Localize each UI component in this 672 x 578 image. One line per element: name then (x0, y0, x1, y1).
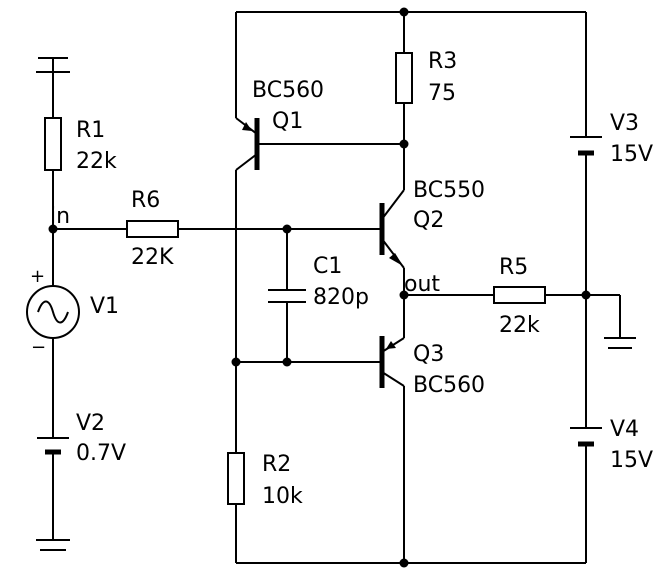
c1-capacitor (268, 289, 306, 303)
v3-name-label: V3 (610, 111, 639, 136)
q1-transistor (235, 117, 260, 171)
r2-resistor (227, 452, 245, 505)
r1-resistor (44, 117, 62, 171)
q3-transistor (379, 336, 405, 388)
v4-name-label: V4 (610, 417, 639, 442)
r5-name-label: R5 (499, 255, 528, 280)
q2-model-label: BC550 (413, 178, 485, 203)
v4-value-label: 15V (610, 448, 653, 473)
ground-symbol-bottom (36, 539, 70, 551)
v1-plus-sign: + (30, 266, 45, 287)
q3-model-label: BC560 (413, 373, 485, 398)
v1-name-label: V1 (90, 294, 119, 319)
q1-name-label: Q1 (272, 109, 303, 134)
v2-battery (37, 437, 69, 455)
ground-symbol-right (604, 337, 636, 349)
r6-resistor (126, 220, 179, 238)
c1-value-label: 820p (313, 285, 369, 310)
r6-value-label: 22K (131, 245, 174, 270)
v3-battery (570, 136, 602, 156)
r2-name-label: R2 (262, 452, 291, 477)
q2-transistor (379, 189, 405, 269)
r3-resistor (395, 52, 413, 104)
q2-name-label: Q2 (413, 208, 444, 233)
r1-name-label: R1 (76, 118, 105, 143)
v2-value-label: 0.7V (76, 441, 126, 466)
ground-symbol-top (36, 57, 70, 73)
r2-value-label: 10k (262, 484, 303, 509)
v1-minus-sign: − (31, 337, 46, 358)
q1-model-label: BC560 (252, 78, 324, 103)
r3-value-label: 75 (428, 81, 456, 106)
r5-resistor (493, 286, 546, 304)
r1-value-label: 22k (76, 149, 117, 174)
r5-value-label: 22k (499, 313, 540, 338)
c1-name-label: C1 (313, 254, 342, 279)
node-in-label: in (50, 204, 70, 229)
r6-name-label: R6 (131, 188, 160, 213)
v3-value-label: 15V (610, 142, 653, 167)
r3-name-label: R3 (428, 49, 457, 74)
q3-name-label: Q3 (413, 342, 444, 367)
v2-name-label: V2 (76, 411, 105, 436)
junction-dots (48, 7, 591, 568)
node-out-label: out (404, 272, 440, 297)
v4-battery (570, 427, 602, 447)
wires (52, 11, 621, 564)
v1-ac-source (26, 285, 80, 339)
